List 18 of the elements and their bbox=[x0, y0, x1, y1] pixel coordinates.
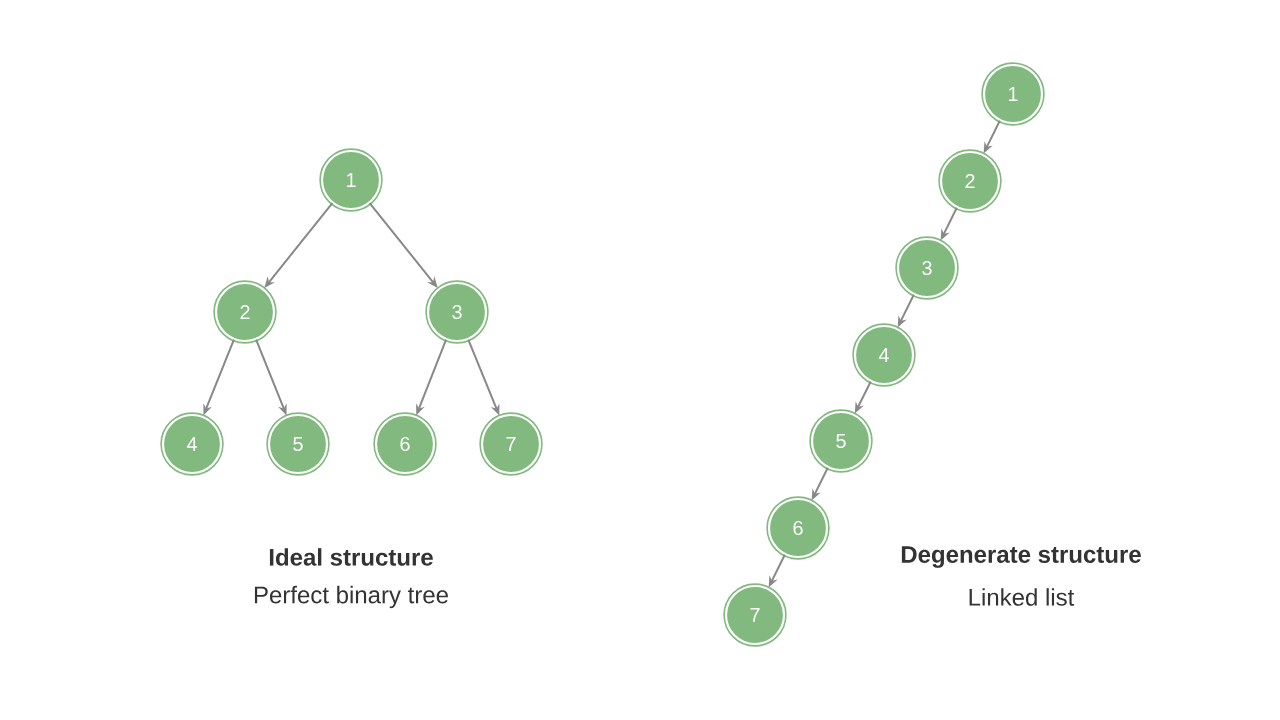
tree-node: 3 bbox=[425, 280, 489, 344]
tree-node: 6 bbox=[766, 496, 830, 560]
tree-node: 3 bbox=[895, 236, 959, 300]
caption-text: Ideal structure bbox=[269, 548, 433, 566]
tree-node: 5 bbox=[809, 409, 873, 473]
caption-text: Linked list bbox=[969, 588, 1075, 606]
tree-node: 7 bbox=[723, 583, 787, 647]
caption-text: Degenerate structure bbox=[901, 546, 1141, 568]
tree-node: 6 bbox=[373, 412, 437, 476]
tree-node: 5 bbox=[266, 412, 330, 476]
tree-node: 1 bbox=[981, 62, 1045, 126]
caption-text: Perfect binary tree bbox=[254, 585, 448, 609]
tree-node: 7 bbox=[479, 412, 543, 476]
tree-node: 2 bbox=[938, 149, 1002, 213]
tree-node: 4 bbox=[160, 412, 224, 476]
tree-node: 4 bbox=[852, 323, 916, 387]
tree-node: 1 bbox=[319, 148, 383, 212]
tree-node: 2 bbox=[213, 280, 277, 344]
